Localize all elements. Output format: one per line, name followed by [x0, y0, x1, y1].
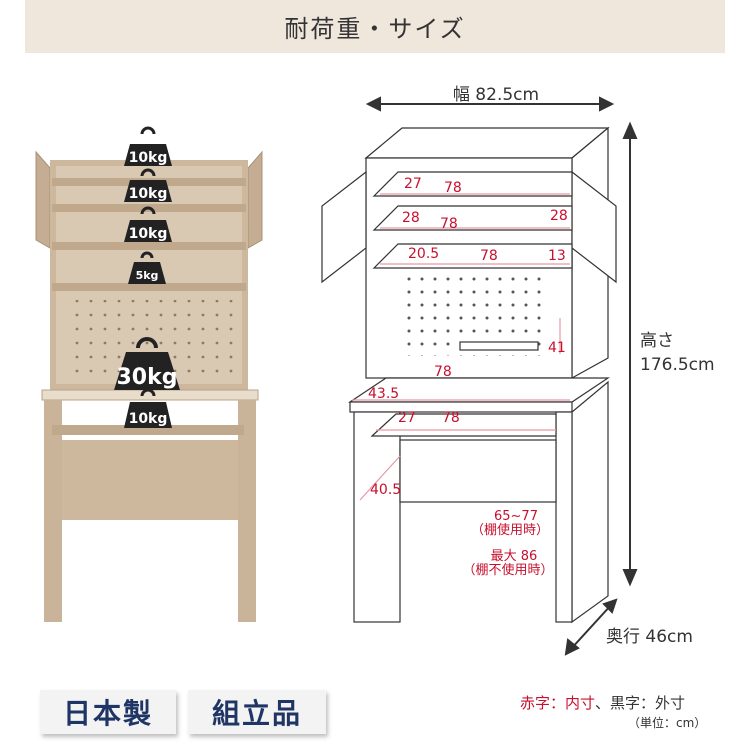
depth-label: 奥行 46cm: [606, 627, 693, 647]
desk-height-range: 65~77: [494, 509, 538, 524]
desk-height-max: 最大 86: [491, 549, 538, 564]
inner-dim: 78: [442, 410, 460, 426]
unit-note: （単位：cm）: [628, 716, 707, 730]
weight-icon: [124, 168, 172, 202]
inner-dim: 20.5: [408, 246, 439, 262]
inner-dim: 78: [440, 216, 458, 232]
inner-dim: 28: [550, 208, 568, 224]
weight-icon: [124, 206, 172, 242]
weight-label: 30kg: [117, 365, 178, 390]
page-title: 耐荷重・サイズ: [284, 15, 466, 43]
assembly-label: 組立品: [211, 697, 302, 730]
title-banner: 耐荷重・サイズ: [25, 0, 725, 53]
weight-label: 10kg: [129, 186, 168, 202]
weight-icon: [128, 251, 166, 284]
inner-dim: 13: [548, 248, 566, 264]
inner-dim: 27: [398, 410, 416, 426]
inner-dim: 78: [480, 248, 498, 264]
desk-height-note: （棚使用時）: [471, 522, 549, 538]
inner-dim: 78: [434, 364, 452, 380]
inner-dim: 27: [404, 176, 422, 192]
color-legend: 赤字：内寸、黒字：外寸: [520, 692, 685, 713]
made-in-japan-badge: 日本製: [40, 690, 176, 734]
inner-dim: 43.5: [368, 386, 399, 402]
weight-label: 10kg: [129, 411, 168, 427]
legend-red-text: 赤字：内寸: [520, 694, 596, 712]
made-in-japan-label: 日本製: [62, 697, 153, 730]
weight-icon: [114, 337, 180, 390]
inner-dim: 41: [548, 340, 566, 356]
inner-dim: 78: [444, 180, 462, 196]
assembly-badge: 組立品: [188, 690, 326, 734]
weight-icon: [124, 388, 172, 428]
desk-height-max-note: （棚不使用時）: [462, 562, 553, 578]
inner-dim: 40.5: [370, 482, 401, 498]
height-value: 176.5cm: [640, 355, 715, 375]
inner-dimension-labels: 27 78 28 78 28 20.5 78 13 41 78 43.5 27 …: [368, 176, 568, 498]
weight-label: 10kg: [129, 226, 168, 242]
width-label: 幅 82.5cm: [453, 85, 539, 105]
weight-icon: [124, 126, 172, 166]
inner-dim: 28: [402, 210, 420, 226]
height-label: 高さ: [640, 331, 674, 351]
dimension-arrows: [365, 96, 638, 656]
inner-dimension-lines: [352, 193, 570, 501]
legend-black-text: 、黒字：外寸: [595, 694, 686, 712]
weight-label: 10kg: [129, 150, 168, 166]
technical-drawing: [321, 126, 617, 624]
weight-label: 5kg: [136, 269, 159, 282]
desk-height-labels: 65~77 （棚使用時） 最大 86 （棚不使用時）: [462, 509, 553, 578]
